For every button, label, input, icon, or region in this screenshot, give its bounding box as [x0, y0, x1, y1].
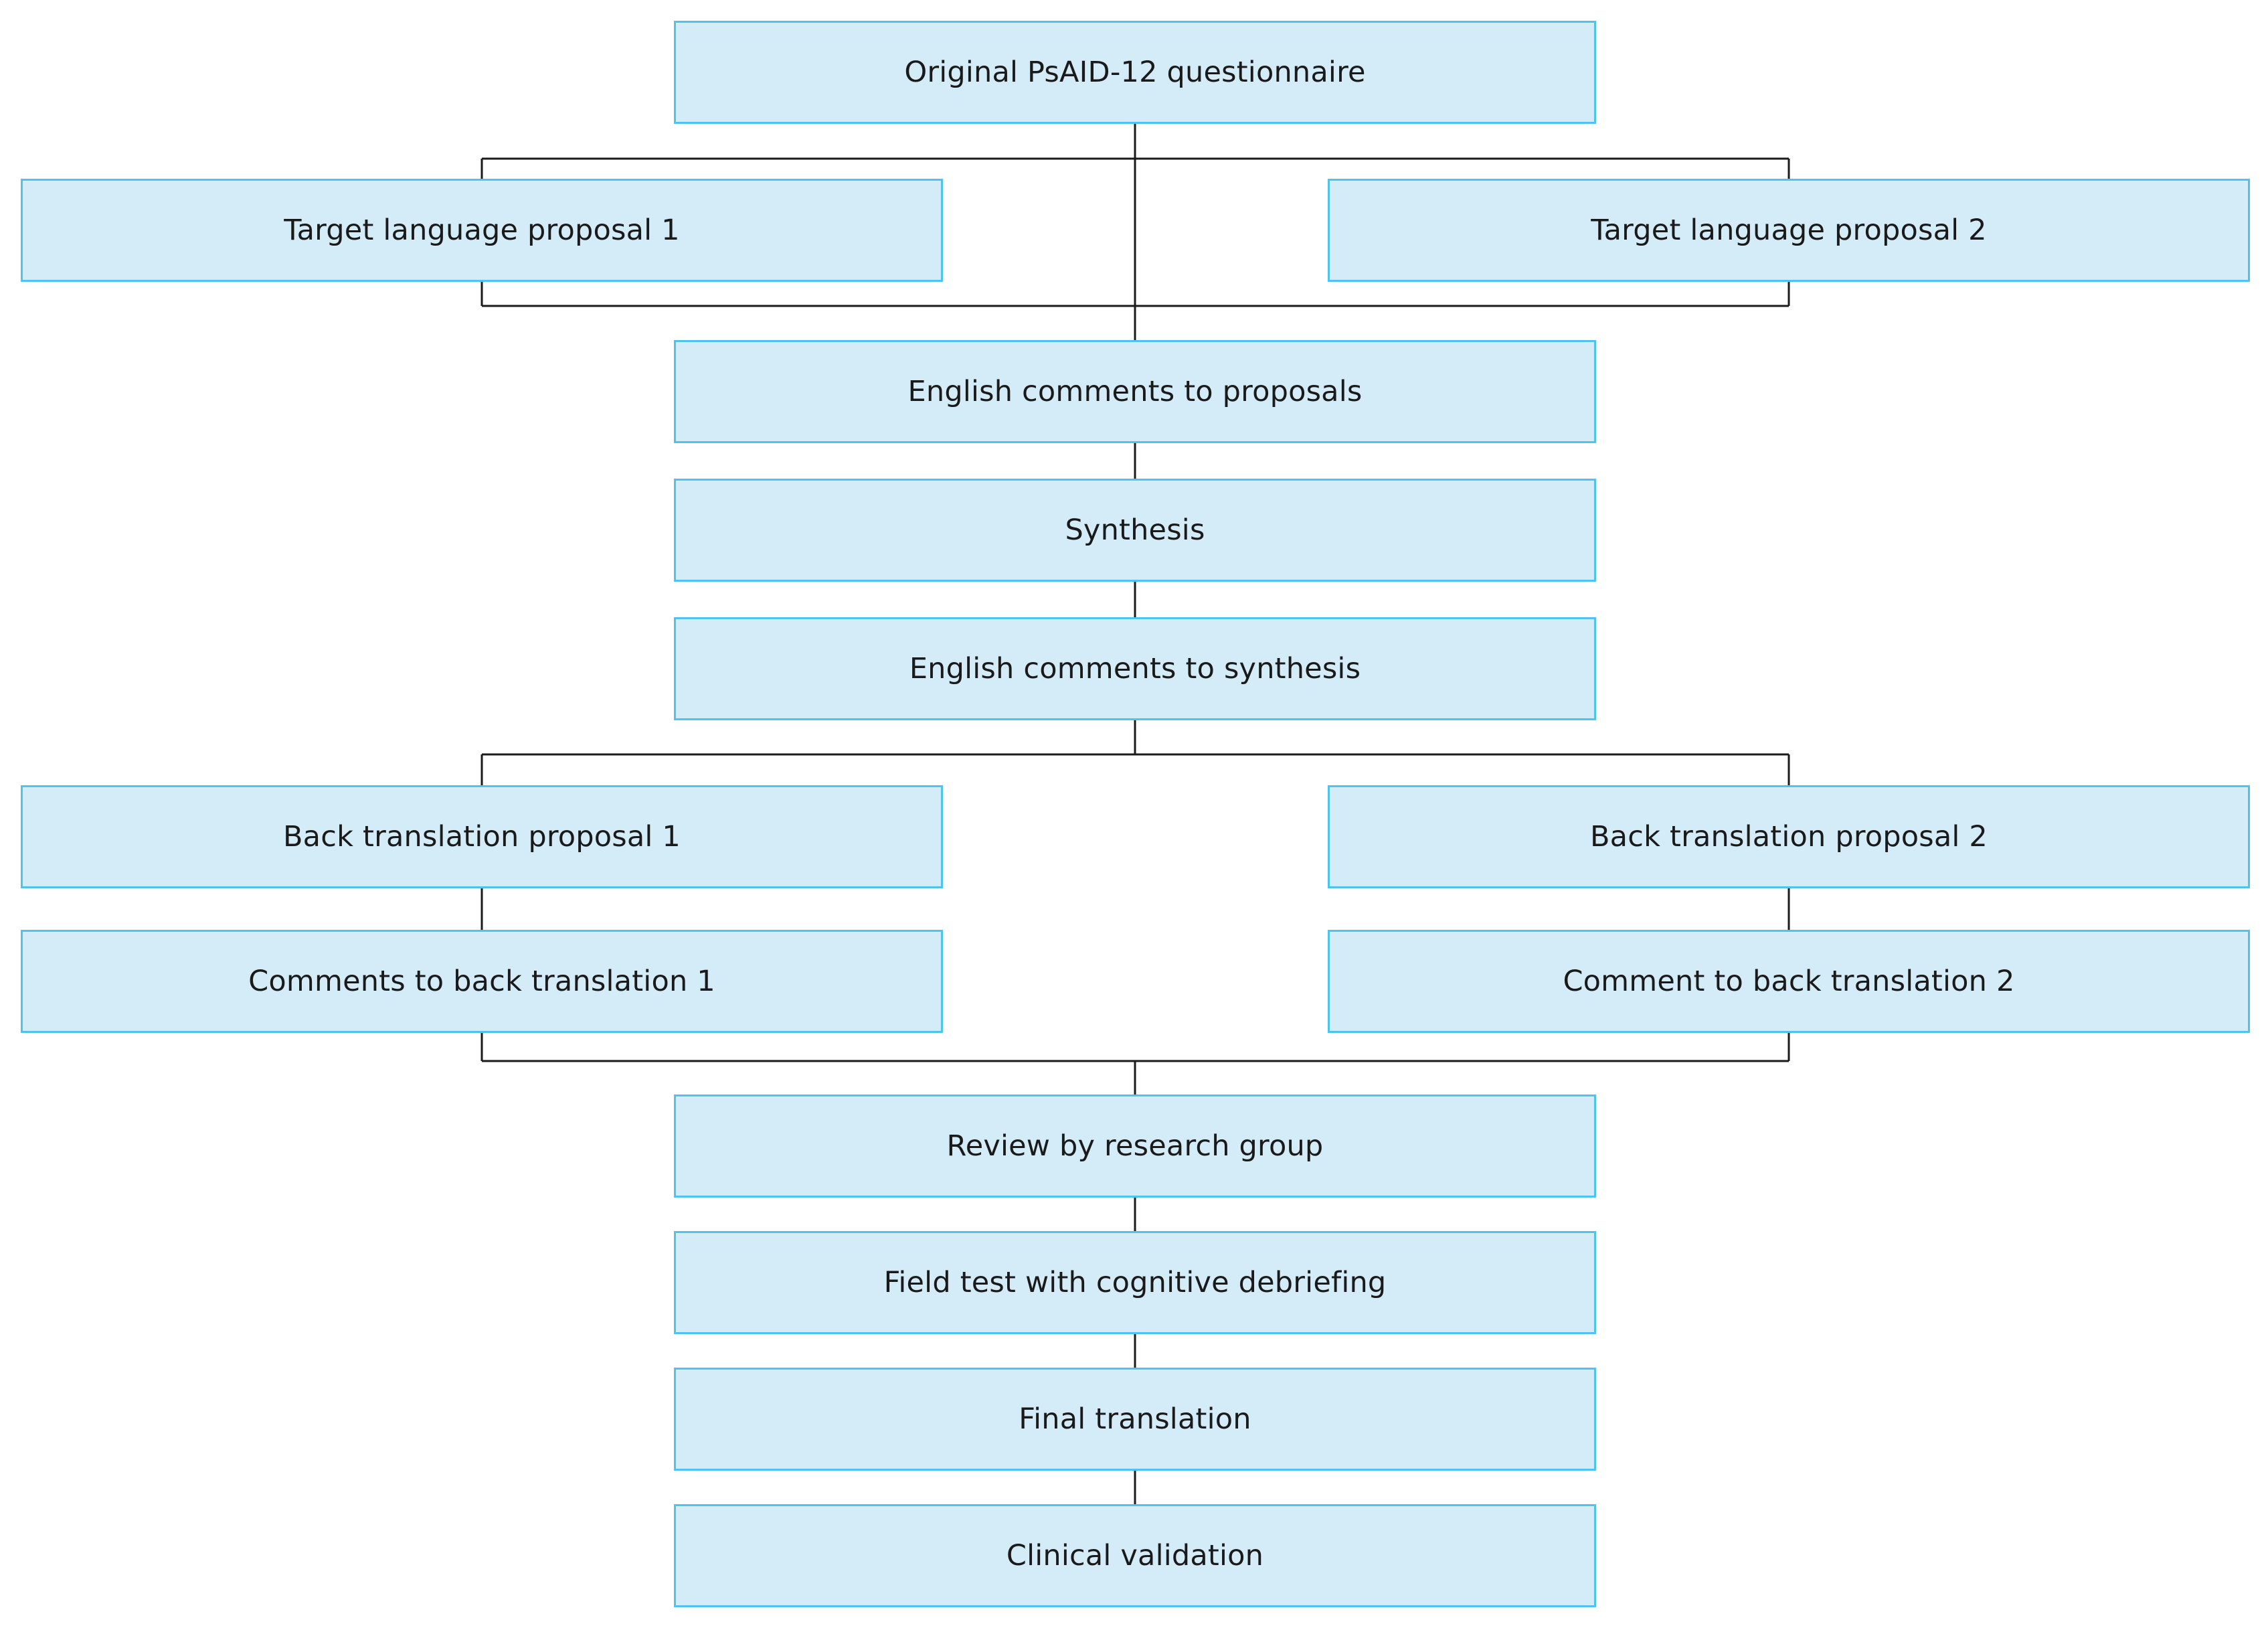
node-label: Clinical validation — [1006, 1539, 1264, 1572]
node-english-comments-proposals: English comments to proposals — [674, 340, 1596, 443]
node-final-translation: Final translation — [674, 1368, 1596, 1471]
node-label: Synthesis — [1065, 513, 1205, 547]
node-target-language-proposal-2: Target language proposal 2 — [1328, 179, 2250, 282]
node-label: Target language proposal 1 — [284, 214, 680, 247]
node-label: Back translation proposal 1 — [282, 820, 681, 853]
node-target-language-proposal-1: Target language proposal 1 — [21, 179, 943, 282]
node-comment-back-translation-2: Comment to back translation 2 — [1328, 930, 2250, 1033]
node-label: Target language proposal 2 — [1591, 214, 1987, 247]
node-label: Comment to back translation 2 — [1563, 965, 2015, 998]
node-english-comments-synthesis: English comments to synthesis — [674, 617, 1596, 720]
node-label: Original PsAID-12 questionnaire — [904, 56, 1366, 89]
node-label: English comments to synthesis — [909, 652, 1361, 685]
node-clinical-validation: Clinical validation — [674, 1504, 1596, 1607]
node-label: Comments to back translation 1 — [248, 965, 715, 998]
node-label: Field test with cognitive debriefing — [883, 1266, 1387, 1299]
node-label: Back translation proposal 2 — [1589, 820, 1988, 853]
node-original-questionnaire: Original PsAID-12 questionnaire — [674, 21, 1596, 124]
node-field-test: Field test with cognitive debriefing — [674, 1231, 1596, 1334]
node-label: Review by research group — [946, 1129, 1324, 1163]
node-label: Final translation — [1019, 1402, 1251, 1436]
node-back-translation-proposal-1: Back translation proposal 1 — [21, 785, 943, 888]
node-back-translation-proposal-2: Back translation proposal 2 — [1328, 785, 2250, 888]
node-label: English comments to proposals — [907, 375, 1363, 408]
node-review-research-group: Review by research group — [674, 1094, 1596, 1198]
node-synthesis: Synthesis — [674, 479, 1596, 582]
node-comments-back-translation-1: Comments to back translation 1 — [21, 930, 943, 1033]
